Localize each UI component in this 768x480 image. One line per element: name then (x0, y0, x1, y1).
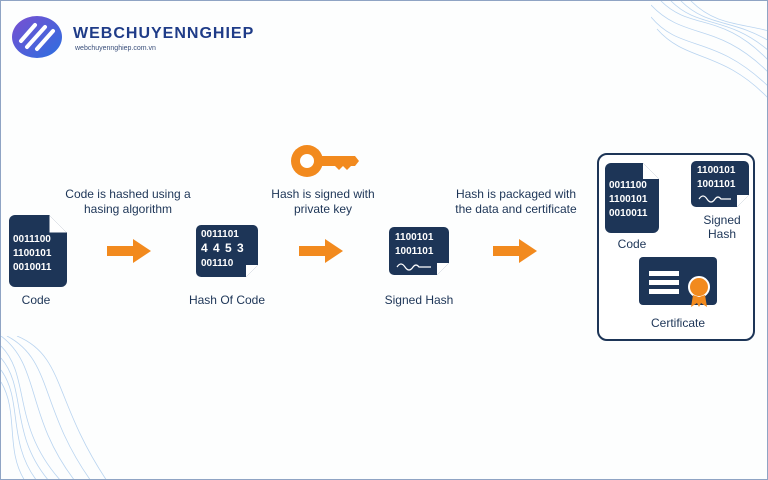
package-code-document-icon (605, 163, 659, 233)
code-label: Code (21, 293, 51, 307)
corner-wave-bottom-left (1, 336, 107, 479)
package-signed-hash-document-icon (691, 161, 749, 207)
certificate-icon (639, 257, 717, 307)
brand-url: webchuyennghiep.com.vn (75, 45, 156, 52)
hash-binary-top: 0011101 (201, 229, 239, 240)
hash-document-icon (196, 225, 258, 277)
hash-digits: 4 4 5 3 (201, 241, 245, 255)
code-binary: 0011100 1100101 0010011 (13, 234, 52, 273)
package-code-label: Code (617, 237, 647, 251)
hash-label: Hash Of Code (188, 293, 266, 307)
signed-hash-document-icon (389, 227, 449, 275)
arrow-right-icon (107, 239, 151, 263)
brand-name: WEBCHUYENNGHIEP (73, 25, 255, 42)
brand-stripes-icon (12, 16, 62, 58)
corner-wave-top-right (651, 1, 767, 98)
package-signed-hash-label: Signed Hash (703, 213, 741, 241)
certificate-label: Certificate (650, 316, 706, 330)
signed-hash-label: Signed Hash (384, 293, 454, 307)
caption-signing: Hash is signed with private key (271, 187, 375, 216)
hash-binary-bottom: 001110 (201, 258, 234, 269)
caption-hashing: Code is hashed using a hasing algorithm (65, 187, 191, 216)
key-icon (291, 145, 359, 177)
package-code-binary: 0011100 1100101 0010011 (609, 180, 648, 219)
signed-hash-binary: 1100101 1001101 (395, 232, 434, 257)
arrow-right-icon (493, 239, 537, 263)
arrow-right-icon (299, 239, 343, 263)
package-signed-hash-binary: 1100101 1001101 (697, 165, 736, 190)
caption-packaging: Hash is packaged with the data and certi… (455, 187, 577, 216)
code-document-icon (9, 215, 67, 287)
